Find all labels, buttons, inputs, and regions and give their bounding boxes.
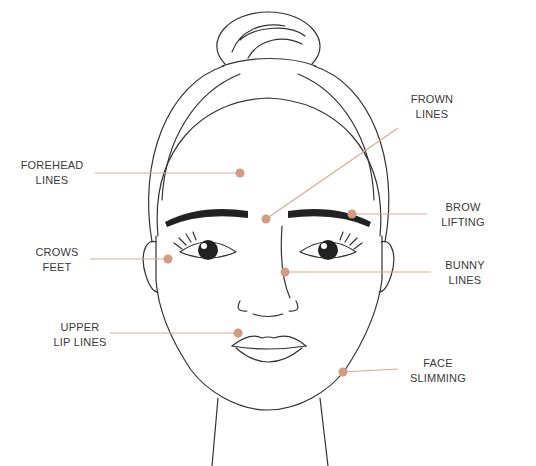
hairline — [157, 98, 381, 236]
eyebrow-left — [165, 209, 248, 227]
lashes-left — [174, 232, 196, 249]
marker-dot — [236, 169, 245, 178]
callout-label: CROWS FEET — [28, 245, 86, 276]
hair-bun — [217, 12, 320, 64]
leader-line — [110, 332, 238, 333]
bun-base — [222, 59, 316, 67]
leader-lines — [90, 128, 431, 372]
callout-label: FOREHEAD LINES — [14, 158, 90, 189]
ear-right — [379, 241, 394, 292]
marker-dot — [348, 210, 357, 219]
hair-strands — [162, 74, 374, 200]
jawline — [156, 236, 382, 410]
callout-label: UPPER LIP LINES — [52, 320, 108, 351]
marker-dot — [339, 368, 348, 377]
marker-dot — [262, 215, 271, 224]
leader-line — [352, 213, 427, 214]
face-outline — [143, 12, 394, 466]
nostrils — [238, 301, 298, 317]
marker-dot — [234, 329, 243, 338]
lower-lip — [236, 348, 302, 362]
callout-label: BUNNY LINES — [436, 258, 494, 289]
mouth-line — [232, 346, 306, 349]
lashes-right — [340, 232, 362, 249]
leader-line — [343, 369, 398, 372]
filled-features — [165, 209, 371, 260]
callout-label: BROW LIFTING — [432, 200, 494, 231]
callout-label: FROWN LINES — [404, 92, 460, 123]
bun-strands — [232, 25, 305, 58]
nose-bridge — [281, 226, 290, 298]
ear-left — [143, 241, 158, 292]
marker-dot — [281, 268, 290, 277]
eye-highlight — [321, 243, 327, 249]
leader-line — [90, 258, 168, 259]
marker-dot — [164, 255, 173, 264]
eyebrow-right — [288, 209, 371, 227]
iris-left — [198, 240, 218, 260]
leader-line — [285, 271, 431, 272]
marker-dots — [164, 169, 357, 377]
leader-line — [95, 172, 240, 173]
eye-highlight — [201, 243, 207, 249]
neck — [212, 398, 328, 466]
leader-line — [266, 128, 398, 219]
upper-lip — [232, 336, 306, 346]
iris-right — [318, 240, 338, 260]
callout-label: FACE SLIMMING — [402, 356, 474, 387]
